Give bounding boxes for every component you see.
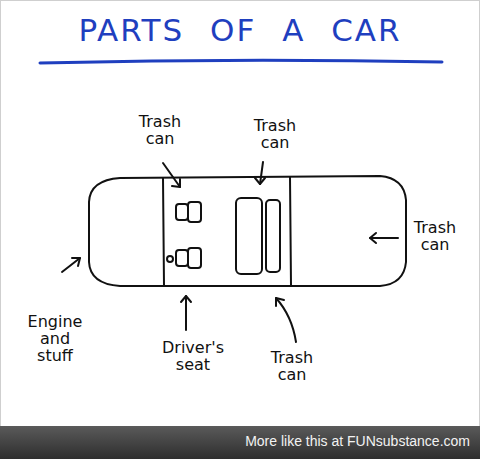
part-label: Trash can [244,118,306,152]
car-body [89,176,406,286]
part-label: Driver's seat [156,340,230,374]
part-label: Engine and stuff [23,314,87,364]
title-underline [40,60,442,63]
leader-arrows [62,162,398,342]
footer-bar [0,426,480,459]
part-label: Trash can [129,114,191,148]
part-label: Trash can [404,220,466,254]
title: PARTS OF A CAR [0,12,480,48]
watermark: More like this at FUNsubstance.com [245,433,470,449]
part-label: Trash can [261,350,323,384]
